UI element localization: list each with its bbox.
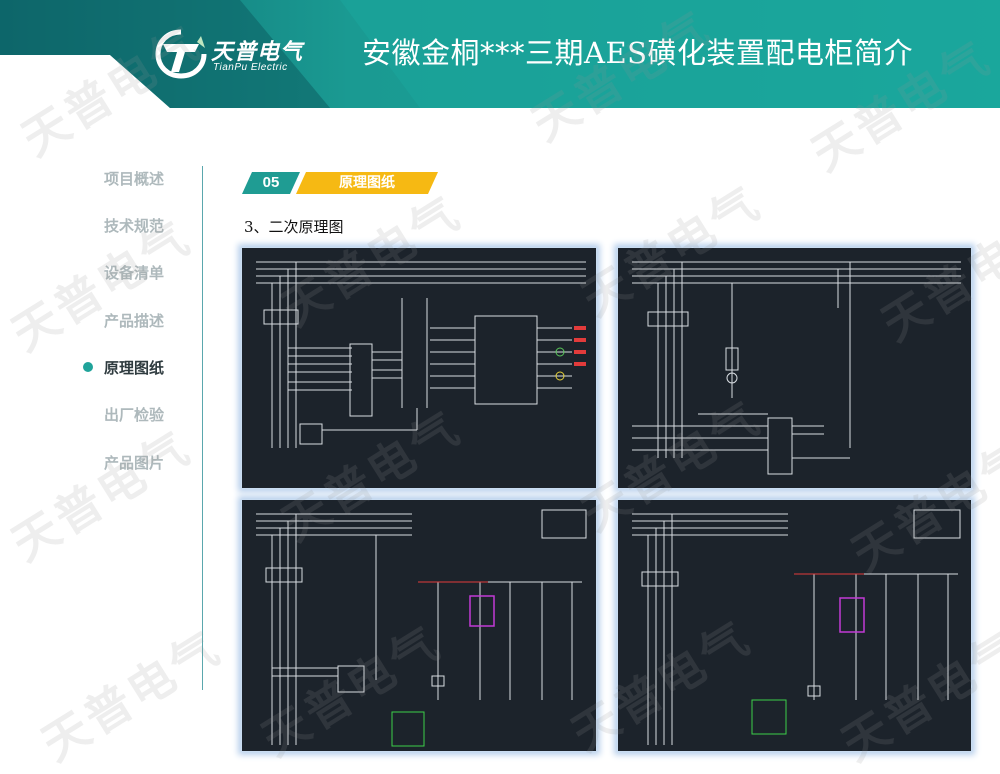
page-title: 安徽金桐***三期AES磺化装置配电柜简介 — [362, 36, 913, 70]
logo-text-cn: 天普电气 — [211, 40, 304, 65]
active-indicator-dot — [83, 362, 93, 372]
sidebar-nav: 项目概述 技术规范 设备清单 产品描述 原理图纸 出厂检验 产品图片 — [60, 160, 210, 700]
nav-item-tech-spec[interactable]: 技术规范 — [104, 217, 165, 235]
schematic-drawing-2 — [632, 261, 961, 475]
nav-item-schematics[interactable]: 原理图纸 — [104, 359, 165, 377]
header-band — [0, 0, 1000, 108]
nav-divider-line — [202, 166, 203, 690]
header-banner: 天普电气 TianPu Electric 安徽金桐***三期AES磺化装置配电柜… — [0, 0, 1000, 108]
section-name-badge: 原理图纸 — [296, 172, 438, 194]
company-logo[interactable]: 天普电气 TianPu Electric — [155, 28, 320, 80]
logo-text-en: TianPu Electric — [213, 62, 288, 73]
nav-item-product-photos[interactable]: 产品图片 — [104, 454, 165, 472]
schematic-diagram-2[interactable] — [617, 247, 972, 489]
schematic-diagram-4[interactable] — [617, 499, 972, 752]
schematic-diagram-1[interactable] — [241, 247, 597, 489]
schematic-drawing-3 — [256, 509, 587, 747]
section-subtitle: 3、二次原理图 — [244, 218, 344, 236]
schematic-diagram-3[interactable] — [241, 499, 597, 752]
logo-emblem-icon — [155, 29, 207, 79]
nav-item-product-description[interactable]: 产品描述 — [104, 312, 165, 330]
section-number-badge: 05 — [242, 172, 300, 194]
nav-item-project-overview[interactable]: 项目概述 — [104, 170, 165, 188]
nav-item-factory-inspection[interactable]: 出厂检验 — [104, 406, 165, 424]
schematic-drawing-4 — [632, 509, 961, 745]
nav-item-equipment-list[interactable]: 设备清单 — [104, 264, 165, 282]
schematic-drawing-1 — [256, 261, 586, 448]
